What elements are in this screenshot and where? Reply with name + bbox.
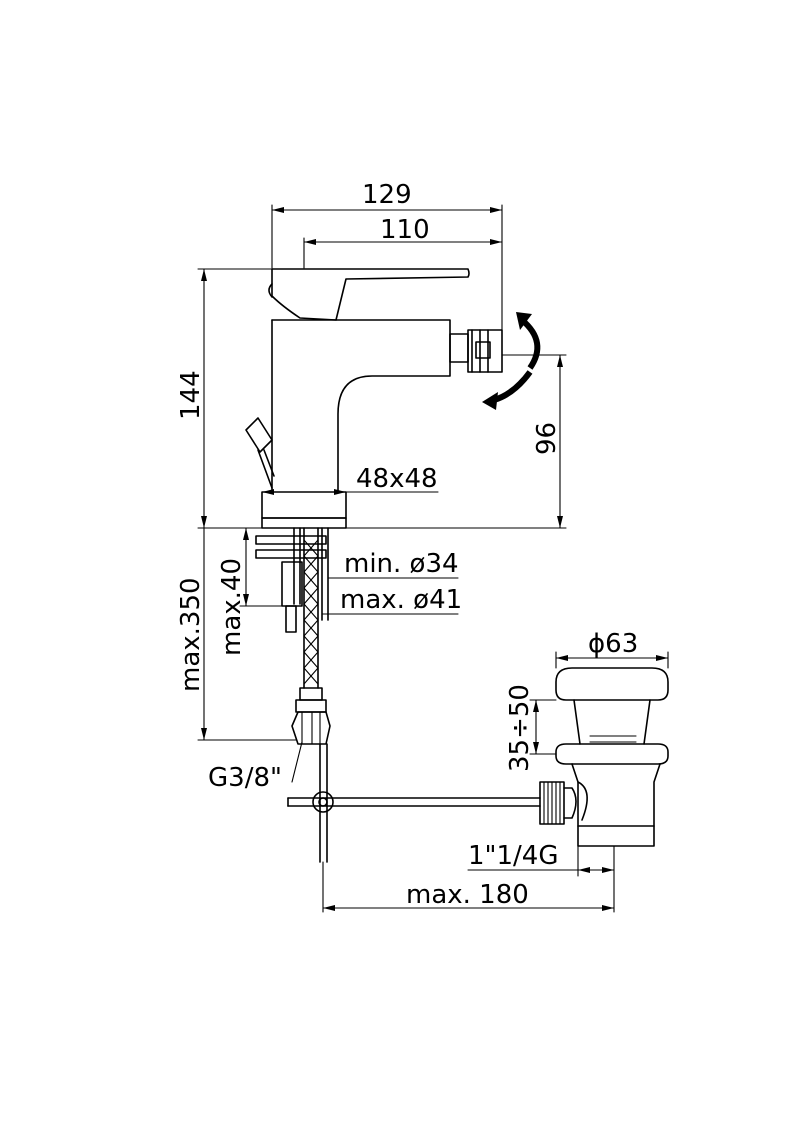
dim-110: 110 bbox=[380, 215, 430, 245]
dim-max-diameter-41: max. ø41 bbox=[340, 585, 462, 615]
dim-48x48: 48x48 bbox=[356, 464, 438, 494]
dim-min-diameter-34: min. ø34 bbox=[344, 549, 459, 579]
dim-144: 144 bbox=[176, 370, 206, 420]
dimension-lines bbox=[197, 204, 669, 913]
under-deck-fittings bbox=[255, 527, 541, 863]
dim-thread-1-1-4g: 1"1/4G bbox=[468, 841, 559, 871]
dim-max-40: max.40 bbox=[217, 558, 247, 656]
dim-diameter-63: ϕ63 bbox=[588, 629, 638, 659]
dim-max-180: max. 180 bbox=[406, 880, 529, 910]
swivel-arrows bbox=[482, 312, 541, 410]
dim-max-350: max.350 bbox=[176, 577, 206, 692]
dim-129: 129 bbox=[362, 180, 412, 210]
dim-96: 96 bbox=[532, 422, 562, 455]
mixer-body bbox=[245, 268, 503, 529]
pop-up-drain bbox=[539, 667, 669, 847]
dim-thread-g38: G3/8" bbox=[208, 763, 282, 793]
dim-35-50: 35÷50 bbox=[505, 684, 535, 772]
